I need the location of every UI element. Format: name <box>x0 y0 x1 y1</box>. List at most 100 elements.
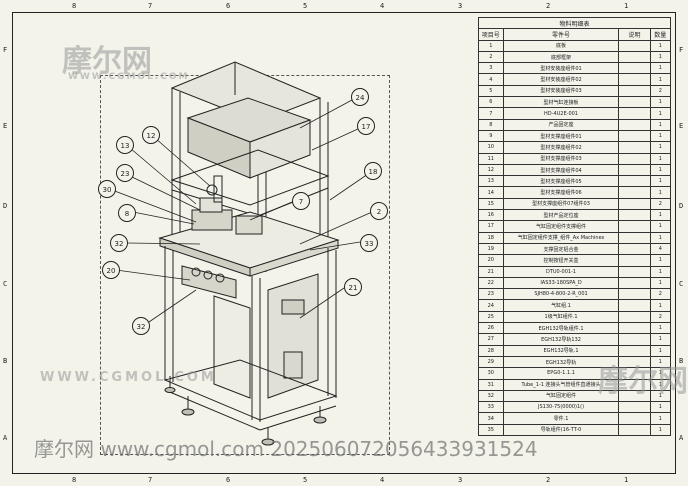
bom-header-cell: 说明 <box>618 28 651 41</box>
zone-label: B <box>3 357 8 365</box>
zone-label: 7 <box>148 476 153 484</box>
bom-cell: 型材支撑座组件02 <box>502 141 620 154</box>
balloon-21: 21 <box>344 278 362 296</box>
bom-cell: 底板 <box>502 39 620 52</box>
bom-cell <box>618 197 651 211</box>
zone-label: D <box>679 202 684 210</box>
watermark-logo: 摩尔网 <box>62 36 152 80</box>
balloon-24: 24 <box>351 88 369 106</box>
bom-cell: 1 <box>649 265 672 278</box>
bom-cell: EGH132导轨132 <box>502 333 620 346</box>
bom-cell <box>618 276 651 290</box>
balloon-2: 2 <box>370 202 388 220</box>
zone-label: C <box>3 280 8 288</box>
bom-cell <box>618 220 651 233</box>
bom-cell: 8 <box>478 118 504 131</box>
balloon-20: 20 <box>102 261 120 279</box>
bom-cell: 1 <box>649 209 672 222</box>
bom-cell: 1 <box>649 163 672 177</box>
bom-cell: 14 <box>478 186 504 199</box>
bom-cell: 3 <box>478 62 504 75</box>
bom-cell <box>618 107 651 120</box>
bom-header-row: 项目号 零件号 说明 数量 <box>478 28 672 41</box>
bom-cell <box>618 401 651 414</box>
balloon-18: 18 <box>364 162 382 180</box>
bom-cell: 1 <box>649 175 672 188</box>
zone-label: 8 <box>72 2 77 10</box>
bom-cell: 产品固定座 <box>502 118 620 131</box>
bom-cell: 型材支撑座组件05 <box>502 175 620 188</box>
bom-cell: 2 <box>649 197 672 211</box>
balloon-23: 23 <box>116 164 134 182</box>
bom-cell: 4 <box>478 73 504 86</box>
watermark-logo-right: 摩尔网 <box>598 364 688 399</box>
bom-cell <box>618 73 651 86</box>
bom-cell <box>618 175 651 188</box>
bom-cell: 型材支撑座组件01 <box>502 129 620 143</box>
bom-cell: 21 <box>478 265 504 278</box>
bom-cell: 24 <box>478 299 504 312</box>
bom-cell <box>618 118 651 131</box>
bom-cell: 2 <box>649 310 672 324</box>
bom-cell: 1 <box>649 107 672 120</box>
footer-watermark: 摩尔网 www.cgmol.com 202506072056433931524 <box>34 437 538 461</box>
bom-cell: 型材气缸连接板 <box>502 96 620 109</box>
bom-cell: 1 <box>649 129 672 143</box>
bom-cell <box>618 39 651 52</box>
bom-cell: 型材产品定位座 <box>502 209 620 222</box>
balloon-12: 12 <box>142 126 160 144</box>
bom-cell <box>618 254 651 267</box>
bom-cell <box>618 412 651 425</box>
bom-cell: EGH132导轨组件.1 <box>502 322 620 335</box>
bom-cell <box>618 265 651 278</box>
bom-cell: 6 <box>478 96 504 109</box>
bom-cell: 31 <box>478 378 504 391</box>
bom-cell: 25 <box>478 310 504 324</box>
bom-cell: JS130-75(0000)1() <box>502 401 620 414</box>
balloon-32b: 32 <box>132 317 150 335</box>
bom-cell <box>618 141 651 154</box>
zone-label: 7 <box>148 2 153 10</box>
zone-label: 4 <box>380 476 385 484</box>
bom-cell: 34 <box>478 412 504 425</box>
zone-label: 5 <box>303 476 308 484</box>
bom-cell <box>618 186 651 199</box>
bom-cell <box>618 84 651 98</box>
zone-label: B <box>679 357 684 365</box>
zone-label: 6 <box>226 476 231 484</box>
bom-title: 物料明细表 <box>478 16 671 30</box>
bom-cell: DTU0-001-1 <box>502 265 620 278</box>
bom-cell: 支撑固定铝合金 <box>502 242 620 256</box>
bom-cell <box>618 322 651 335</box>
bom-cell <box>618 129 651 143</box>
left-zone-ruler: F E D C B A <box>0 12 12 474</box>
bom-cell: 13 <box>478 175 504 188</box>
balloon-7: 7 <box>292 192 310 210</box>
zone-label: 6 <box>226 2 231 10</box>
balloon-30: 30 <box>98 180 116 198</box>
bom-cell: 32 <box>478 389 504 403</box>
watermark-url: WWW.CGMOL.COM <box>68 72 190 82</box>
bom-cell: 1 <box>649 423 672 436</box>
zone-label: 3 <box>458 2 463 10</box>
bom-cell: 1 <box>649 73 672 86</box>
bom-cell: 1 <box>649 39 672 52</box>
bom-cell: 2 <box>649 288 672 301</box>
